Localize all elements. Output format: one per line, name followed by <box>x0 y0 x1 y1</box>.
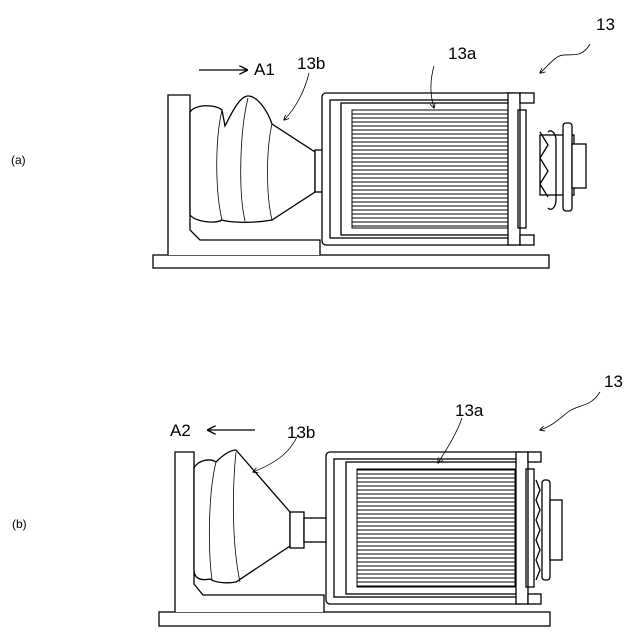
coil-label-a: 13a <box>448 44 477 63</box>
leader-13b-a <box>284 73 309 120</box>
base-plate-a <box>153 255 549 268</box>
coil-housing-b <box>326 452 541 604</box>
panel-label-b: (b) <box>12 517 27 531</box>
unit-label-b: 13 <box>604 372 623 391</box>
coil-label-b: 13a <box>455 401 484 420</box>
figure-a: (a) A1 13b 13a 13 <box>11 15 615 268</box>
cone-label-a: 13b <box>297 54 325 73</box>
base-plate-b <box>159 612 550 626</box>
panel-label-a: (a) <box>11 153 26 167</box>
direction-label-a: A1 <box>254 60 275 79</box>
spring-b <box>536 480 562 580</box>
coil-windings-b <box>357 469 515 587</box>
direction-label-b: A2 <box>170 421 191 440</box>
leader-13-a <box>540 44 590 73</box>
leader-13-b <box>540 392 600 430</box>
spring-a <box>540 123 586 211</box>
coil-housing-a <box>322 93 534 245</box>
cone-body-a <box>190 96 315 222</box>
figure-b: (b) A2 13b 13a 13 <box>12 372 623 626</box>
cone-label-b: 13b <box>287 423 315 442</box>
cone-body-b <box>194 450 290 583</box>
coupling-b <box>290 512 304 548</box>
coil-windings-a <box>352 110 508 228</box>
unit-label-a: 13 <box>596 15 615 34</box>
